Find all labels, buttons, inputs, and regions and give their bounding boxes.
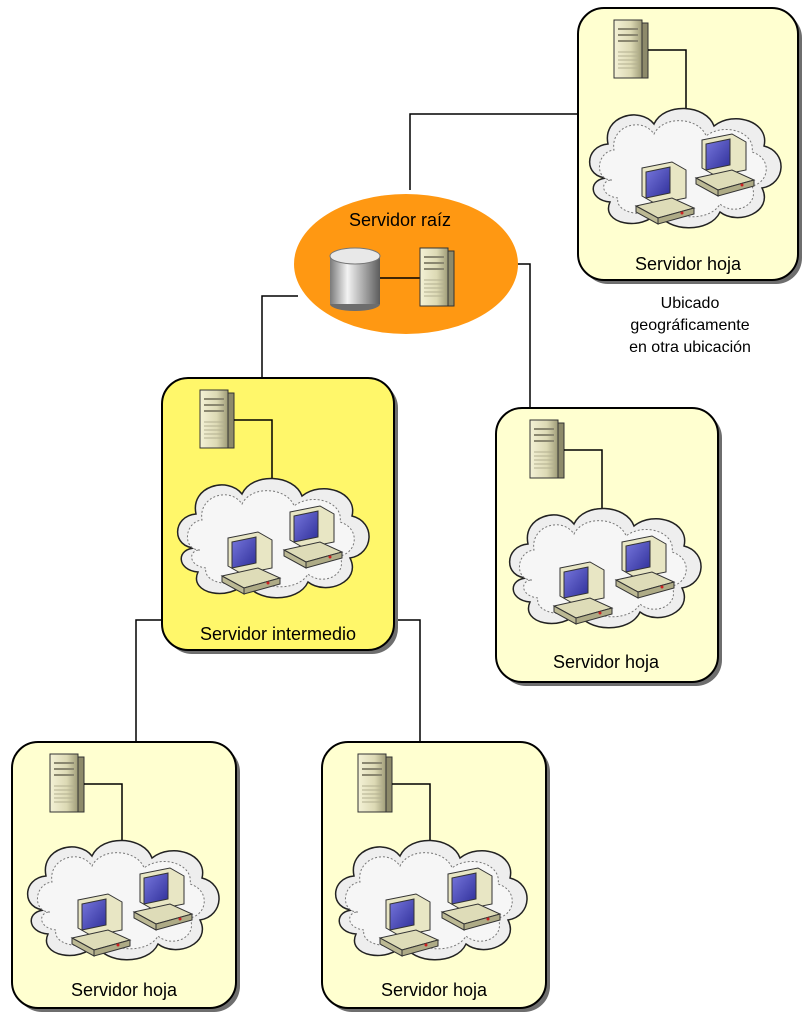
remote-leaf-server-box: Servidor hoja [577,7,802,284]
right-leaf-server-box: Servidor hoja [495,407,722,686]
computer-icon [441,867,501,931]
note-line-2: geográficamente [630,317,749,334]
server-link-line [392,783,431,844]
intermediate-server-box: Servidor intermedio [161,377,398,654]
computer-icon [71,893,131,957]
bottom-left-leaf-label: Servidor hoja [71,980,178,1000]
server-tower-icon [49,753,85,813]
intermediate-server-label: Servidor intermedio [200,624,356,644]
computer-icon [695,133,755,197]
computer-icon [133,867,193,931]
server-tower-icon [199,389,235,449]
bottom-mid-leaf-server-box: Servidor hoja [321,741,550,1012]
server-tower-icon [529,419,565,479]
computer-icon [553,561,613,625]
computer-icon [635,161,695,225]
bottom-left-leaf-server-box: Servidor hoja [11,741,240,1012]
server-link-line [648,49,687,112]
intermediate-to-bottom-left-line [135,619,162,746]
server-tower-icon [357,753,393,813]
server-link-line [84,783,123,844]
server-tower-icon [613,19,649,79]
computer-icon [379,893,439,957]
computer-icon [221,531,281,595]
right-leaf-label: Servidor hoja [553,652,660,672]
remote-leaf-label: Servidor hoja [635,254,742,274]
root-to-intermediate-line [261,295,298,378]
database-icon [329,247,381,311]
server-link-line [234,419,273,482]
server-tower-icon [419,247,455,307]
root-server-label: Servidor raíz [349,210,451,230]
bottom-mid-leaf-label: Servidor hoja [381,980,488,1000]
root-to-remote-line [409,113,578,190]
intermediate-to-bottom-mid-line [396,619,421,746]
root-server-node: Servidor raíz [294,194,518,334]
server-link-line [564,449,603,512]
remote-location-note: Ubicado geográficamente en otra ubicació… [629,295,751,356]
computer-icon [283,505,343,569]
note-line-3: en otra ubicación [629,339,751,356]
note-line-1: Ubicado [661,295,720,312]
computer-icon [615,535,675,599]
